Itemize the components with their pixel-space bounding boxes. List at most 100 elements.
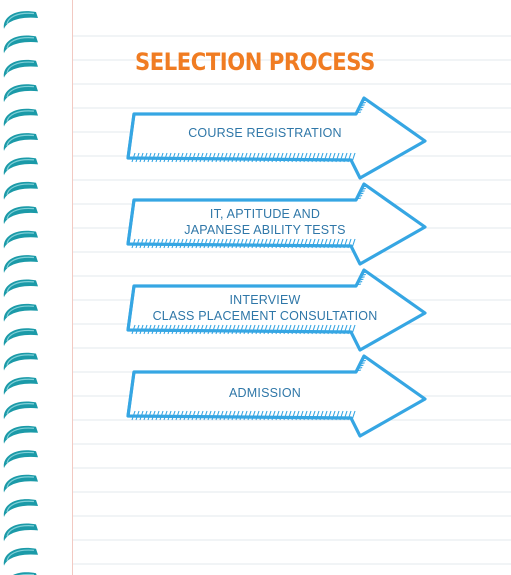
arrow-hatch: [315, 238, 320, 249]
arrow-hatch: [361, 271, 368, 274]
arrow-hatch: [163, 324, 168, 335]
arrow-hatch: [335, 410, 340, 421]
arrow-hatch: [131, 152, 136, 163]
arrow-hatch: [155, 238, 160, 249]
arrow-hatch: [255, 152, 260, 163]
arrow-hatch: [319, 324, 324, 335]
spiral-ring: [3, 279, 38, 298]
arrow-hatch: [271, 152, 276, 163]
arrow-hatch: [319, 410, 324, 421]
arrow-hatch: [279, 152, 284, 163]
arrow-hatch: [335, 152, 340, 163]
step-label: COURSE REGISTRATION: [188, 126, 342, 140]
arrow-hatch: [357, 195, 363, 198]
arrow-hatch: [319, 238, 324, 249]
arrow-hatch: [307, 410, 312, 421]
arrow-hatch: [315, 410, 320, 421]
arrow-hatch: [243, 152, 248, 163]
arrow-hatch: [327, 410, 332, 421]
arrow-hatch: [358, 106, 364, 109]
arrow-hatch: [359, 104, 365, 107]
step-tests: IT, APTITUDE AND JAPANESE ABILITY TESTS: [120, 182, 435, 266]
arrow-hatch: [311, 324, 316, 335]
arrow-hatch: [199, 410, 204, 421]
arrow-hatch: [327, 152, 332, 163]
arrow-hatch: [267, 238, 272, 249]
spiral-binding: [3, 11, 38, 575]
arrow-hatch: [335, 238, 340, 249]
arrow-hatch: [171, 152, 176, 163]
arrow-hatch: [195, 238, 200, 249]
arrow-hatch: [351, 410, 356, 421]
arrow-hatch: [323, 238, 328, 249]
arrow-hatch: [235, 410, 240, 421]
arrow-hatch: [311, 238, 316, 249]
arrow-hatch: [251, 410, 256, 421]
arrow-hatch: [203, 238, 208, 249]
arrow-hatch: [275, 152, 280, 163]
arrow-hatch: [359, 362, 365, 365]
spiral-ring-highlight: [6, 476, 35, 488]
arrow-hatch: [239, 324, 244, 335]
spiral-ring: [3, 108, 38, 127]
arrow-hatch: [299, 324, 304, 335]
arrow-hatch: [179, 410, 184, 421]
arrow-hatch: [147, 238, 152, 249]
spiral-ring: [3, 352, 38, 371]
arrow-hatch: [143, 152, 148, 163]
arrow-hatch: [295, 152, 300, 163]
arrow-hatch: [263, 324, 268, 335]
arrow-hatch: [223, 324, 228, 335]
arrow-shape: [126, 268, 427, 352]
arrow-hatch: [331, 324, 336, 335]
arrow-hatch: [357, 367, 363, 370]
arrow-shape: [126, 182, 427, 266]
arrow-hatch: [151, 410, 156, 421]
arrow-hatch: [307, 324, 312, 335]
arrow-hatch: [361, 99, 368, 102]
arrow-hatch: [360, 273, 366, 276]
spiral-ring: [3, 450, 38, 469]
arrow-hatch: [147, 152, 152, 163]
arrow-hatch: [175, 324, 180, 335]
arrow-hatch: [275, 410, 280, 421]
spiral-ring-highlight: [6, 427, 35, 439]
arrow-hatch: [175, 410, 180, 421]
arrow-edge: [126, 371, 136, 417]
spiral-ring-highlight: [6, 549, 35, 561]
arrow-hatch: [355, 283, 362, 286]
arrow-hatch: [303, 152, 308, 163]
arrow-hatch: [211, 152, 216, 163]
arrow-hatch: [179, 152, 184, 163]
arrow-hatch: [287, 152, 292, 163]
arrow-hatch: [155, 324, 160, 335]
arrow-hatch: [251, 152, 256, 163]
arrow-shape: [126, 96, 427, 180]
arrow-hatch: [311, 152, 316, 163]
arrow-hatch: [279, 238, 284, 249]
arrow-hatch: [159, 324, 164, 335]
arrow-hatch: [255, 410, 260, 421]
arrow-hatch: [199, 238, 204, 249]
arrow-hatch: [360, 101, 366, 104]
arrow-hatch: [323, 324, 328, 335]
arrow-hatch: [235, 152, 240, 163]
spiral-ring: [3, 377, 38, 395]
arrow-hatch: [251, 324, 256, 335]
arrow-hatch: [259, 238, 264, 249]
arrow-hatch: [239, 238, 244, 249]
arrow-hatch: [283, 324, 288, 335]
arrow-hatch: [339, 152, 344, 163]
spiral-ring: [3, 523, 38, 542]
arrow-hatch: [331, 238, 336, 249]
arrow-hatch: [187, 410, 192, 421]
arrow-hatch: [243, 238, 248, 249]
arrow-hatch: [360, 359, 366, 362]
arrow-hatch: [299, 410, 304, 421]
arrow-hatch: [135, 152, 140, 163]
spiral-ring: [3, 230, 38, 249]
arrow-hatch: [251, 238, 256, 249]
spiral-ring-highlight: [6, 207, 35, 220]
arrow-hatch: [211, 410, 216, 421]
arrow-hatch: [147, 410, 152, 421]
